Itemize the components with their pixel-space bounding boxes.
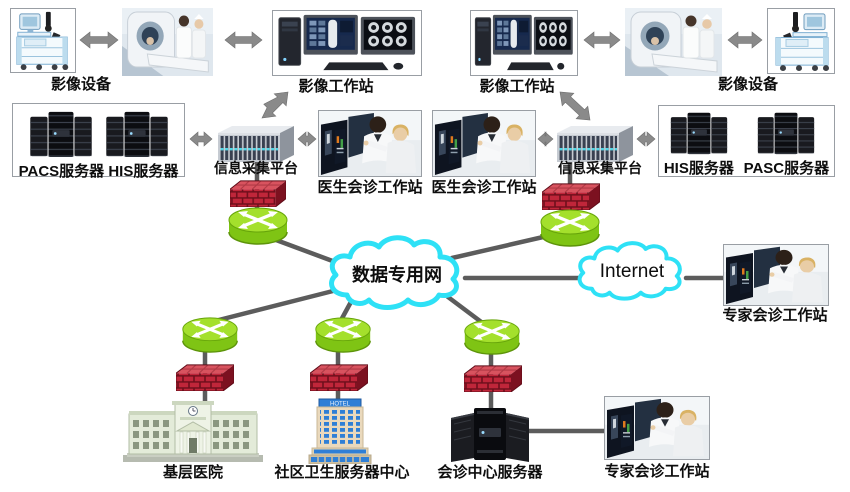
router-branch-1 [180,316,240,354]
router-icon [182,317,238,353]
imaging-device-left [10,8,76,73]
arrow-ws-ct-right [583,31,621,49]
doctor-workstation-right-label: 医生会诊工作站 [431,179,537,196]
rack-icon [557,126,633,162]
firewall-branch-2 [310,363,368,391]
link-datacloud-router3 [445,294,487,327]
imaging-workstation-left-label: 影像工作站 [298,78,374,95]
server-cluster-icon [758,112,815,155]
router-mid-left [226,206,290,246]
info-platform-right-label: 信息采集平台 [558,160,642,176]
community-center-label: 社区卫生服务器中心 [274,464,410,481]
firewall-mid-left [230,179,286,207]
community-sign-text: HOTEL [330,402,351,408]
ct-scanner-photo [122,8,213,76]
router-icon [540,209,600,247]
router-branch-2 [313,316,373,354]
ct-scanner-photo [625,8,722,76]
expert-workstation-bottom [604,396,710,460]
firewall-icon [230,180,286,207]
arrow-rack-servers-right [636,131,656,147]
doctor-workstation-left-label: 医生会诊工作站 [317,179,423,196]
arrow-ws-rack-left-diagonal [261,91,289,119]
expert-workstation-bottom-label: 专家会诊工作站 [604,463,710,480]
tower-servers-icon [451,408,529,462]
internet-label: Internet [599,261,665,282]
info-platform-left [216,120,296,162]
imaging-device-icon [768,9,834,73]
community-building-icon: HOTEL [308,398,372,464]
doctor-consult-photo [319,111,421,176]
firewall-branch-3 [464,364,522,392]
server-cluster-icon [29,111,92,158]
firewall-icon [310,364,368,391]
arrow-servers-rack-left [189,131,213,147]
his-server-label: HIS服务器 [663,160,734,177]
server-cluster-icon [670,112,728,155]
doctor-consult-photo [433,111,535,176]
firewall-branch-1 [176,363,234,391]
pasc-server-label: PASC服务器 [743,160,830,177]
router-icon [315,317,371,353]
doctor-consult-photo [724,245,828,305]
consult-center-server-label: 会诊中心服务器 [437,464,543,481]
info-platform-left-label: 信息采集平台 [214,160,298,176]
rack-icon [218,126,294,162]
router-icon [464,319,520,355]
cloud-icon [329,235,460,310]
pacs-his-server-group: PACS服务器 HIS服务器 [12,103,185,180]
router-icon [228,207,288,245]
arrow-ct-ws-left [224,31,263,49]
ct-scanner-left [122,8,213,76]
data-cloud-label: 数据专用网 [352,265,442,285]
imaging-workstation-icon [273,11,421,75]
doctor-workstation-right [432,110,536,177]
consult-center-server [448,406,532,462]
ct-scanner-right [625,8,722,76]
firewall-icon [464,365,522,392]
data-network-cloud: 数据专用网 [322,230,472,318]
imaging-device-left-label: 影像设备 [50,76,111,93]
expert-workstation-right-label: 专家会诊工作站 [722,307,828,324]
hospital-building-icon [123,401,263,462]
router-branch-3 [462,318,522,356]
arrow-rack-doctor-left [297,131,317,147]
arrow-ct-device-right [727,31,763,49]
imaging-device-icon [11,9,75,72]
imaging-workstation-right-label: 影像工作站 [479,78,555,95]
server-cluster-icon [105,111,168,158]
imaging-workstation-icon [471,11,577,75]
community-building: HOTEL [308,398,376,464]
arrow-device-ct-left [79,31,119,49]
router-mid-right [538,208,602,248]
firewall-icon [542,183,600,210]
firewall-icon [176,364,234,391]
cloud-icon [577,241,682,301]
doctor-consult-photo [605,397,709,459]
info-platform-right [555,120,635,162]
doctor-workstation-left [318,110,422,177]
arrow-doctor-rack-right [537,131,554,147]
pacs-his-label: PACS服务器 HIS服务器 [18,163,179,180]
hospital-building [123,398,263,462]
link-datacloud-router1 [204,288,336,326]
internet-cloud: Internet [572,237,692,307]
imaging-device-right-label: 影像设备 [717,76,778,93]
expert-workstation-right [723,244,829,306]
imaging-device-right [767,8,835,74]
imaging-workstation-right [470,10,578,76]
hospital-label: 基层医院 [162,464,223,481]
arrow-ws-rack-right-diagonal [559,91,591,121]
his-pasc-server-group: HIS服务器 PASC服务器 [658,105,835,177]
imaging-workstation-left [272,10,422,76]
firewall-mid-right [542,182,600,210]
